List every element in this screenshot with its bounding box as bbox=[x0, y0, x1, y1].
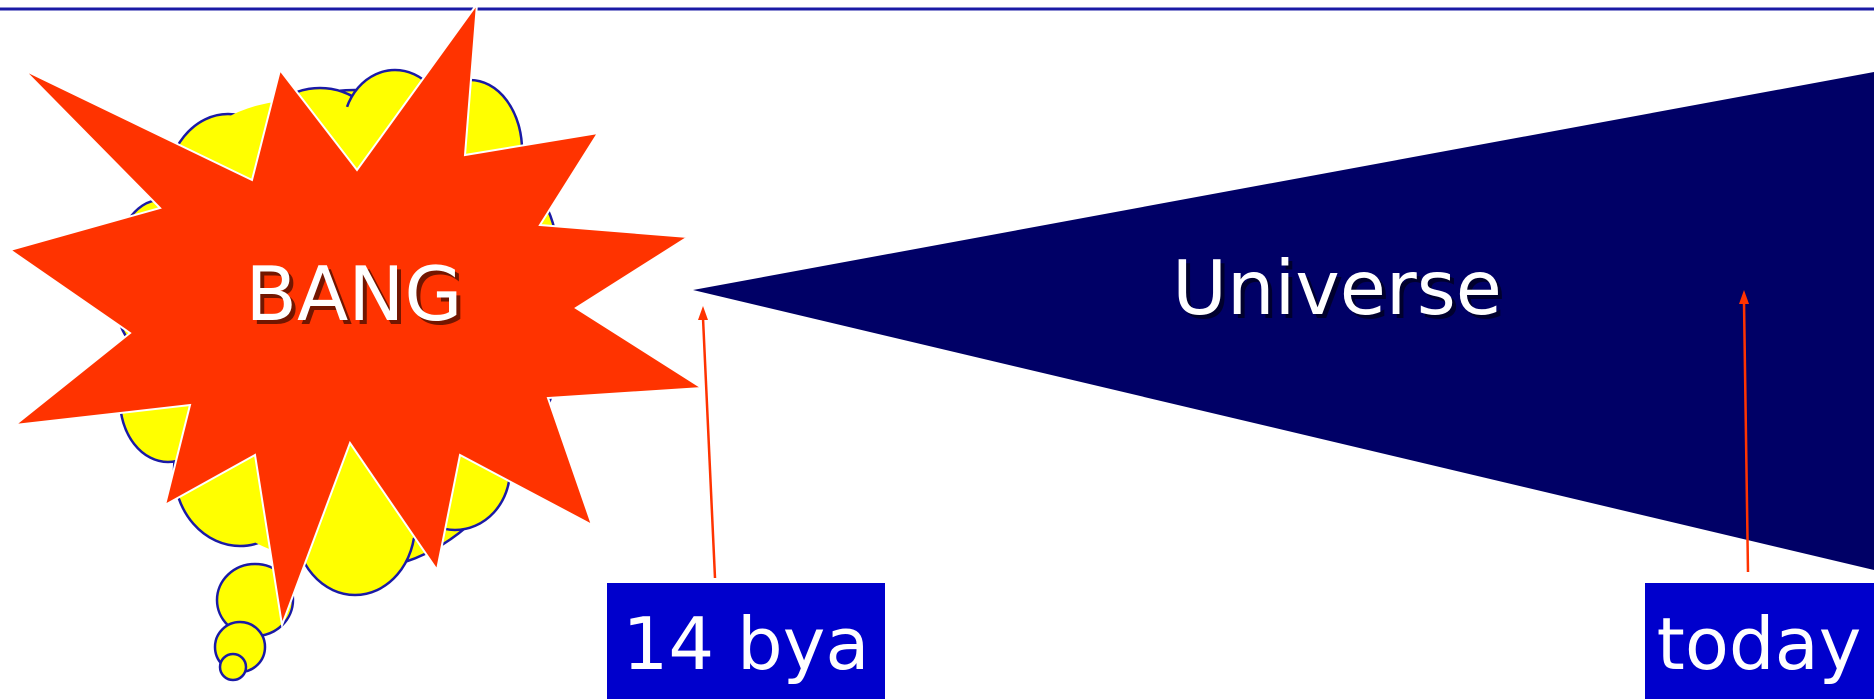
arrow-end bbox=[1739, 290, 1750, 573]
universe-wedge bbox=[693, 72, 1874, 570]
bang-label: BANG bbox=[246, 250, 463, 338]
start-label: 14 bya bbox=[623, 602, 870, 686]
start-label-box bbox=[607, 583, 885, 699]
bang-burst bbox=[7, 0, 706, 629]
universe-label: Universe bbox=[1172, 244, 1502, 332]
universe-label-shadow: Universe bbox=[1176, 248, 1506, 336]
bang-label-shadow: BANG bbox=[250, 254, 467, 342]
end-label: today bbox=[1657, 602, 1862, 686]
arrow-start bbox=[698, 306, 717, 579]
end-label-box bbox=[1645, 583, 1874, 699]
